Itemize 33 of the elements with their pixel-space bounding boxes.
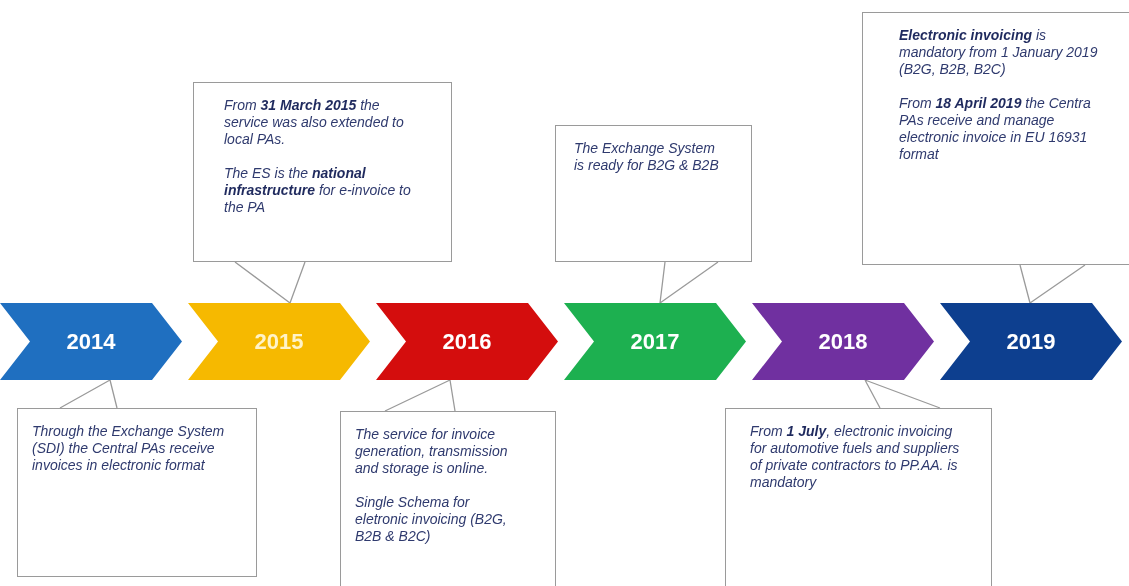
callout-pointer xyxy=(59,379,118,409)
year-label: 2014 xyxy=(65,328,117,355)
callout-text: From 1 July, electronic invoicing for automotive fuels and suppliers of private contractors to PP.AA. is mandatory xyxy=(750,423,961,491)
year-label: 2016 xyxy=(441,328,493,355)
callout-text: From 18 April 2019 the Centra PAs receive and manage electronic invoice in EU 16931 format xyxy=(899,95,1092,163)
year-banner xyxy=(940,303,1122,380)
callout-pointer xyxy=(1019,264,1086,304)
callout-text: The ES is the national infrastructure for e-invoice to the PA xyxy=(224,165,412,216)
callout-text: Electronic invoicing is mandatory from 1 January 2019 (B2G, B2B, B2C) xyxy=(899,27,1099,78)
callout-box xyxy=(17,408,257,577)
callout-pointer xyxy=(234,261,306,304)
year-label: 2018 xyxy=(817,328,869,355)
callout-text: The Exchange System is ready for B2G & B2B xyxy=(574,140,720,174)
callout-text: The service for invoice generation, transmission and storage is online. xyxy=(355,426,509,477)
year-banner xyxy=(564,303,746,380)
year-banner xyxy=(0,303,182,380)
year-label: 2017 xyxy=(629,328,681,355)
year-banner xyxy=(376,303,558,380)
callout-text: From 31 March 2015 the service was also extended to local PAs. xyxy=(224,97,405,148)
callout-pointer xyxy=(384,379,456,412)
year-banner xyxy=(188,303,370,380)
callout-box xyxy=(555,125,752,262)
callout-text: Through the Exchange System (SDI) the Central PAs receive invoices in electronic format xyxy=(32,423,226,474)
callout-box xyxy=(193,82,452,262)
callout-pointer xyxy=(864,379,941,409)
callout-text: Single Schema for eletronic invoicing (B2G, B2B & B2C) xyxy=(355,494,508,545)
year-label: 2019 xyxy=(1005,328,1057,355)
callout-box xyxy=(725,408,992,586)
year-label: 2015 xyxy=(253,328,305,355)
callout-pointer xyxy=(659,261,719,304)
callout-box xyxy=(340,411,556,586)
callout-box xyxy=(862,12,1129,265)
year-banner xyxy=(752,303,934,380)
